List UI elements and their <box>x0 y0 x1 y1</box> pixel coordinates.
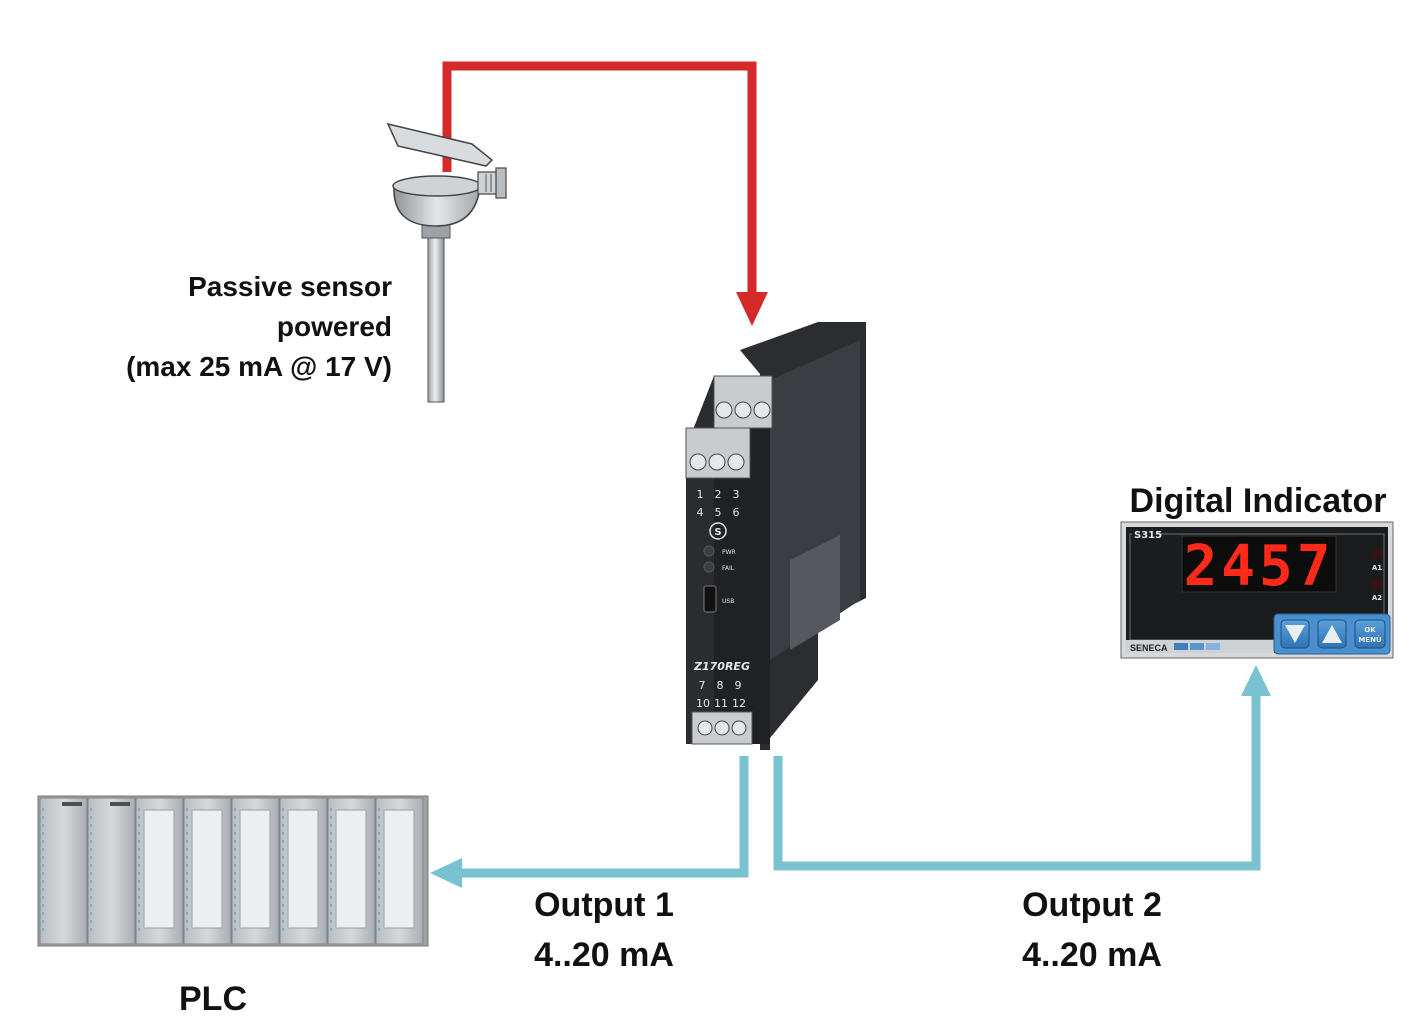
indicator-display-value: 2457 <box>1184 534 1335 599</box>
terminal-5: 5 <box>715 506 722 519</box>
z170reg-module-image: 1 2 3 4 5 6 S PWR FAIL USB Z170REG 7 8 9… <box>685 322 866 750</box>
plc-module <box>87 797 136 945</box>
sensor-label-line-3: (max 25 mA @ 17 V) <box>126 351 392 382</box>
plc-module <box>183 797 232 945</box>
plc-module <box>39 797 88 945</box>
fail-label: FAIL <box>722 565 735 572</box>
plc-rack-image <box>37 795 429 947</box>
down-button[interactable] <box>1280 619 1310 649</box>
output-1-wire <box>430 756 749 888</box>
down-arrow-icon <box>1285 625 1305 643</box>
pwr-led-icon <box>703 545 715 557</box>
output-1-range-label: 4..20 mA <box>534 936 674 974</box>
terminal-6: 6 <box>733 506 740 519</box>
digital-indicator-image: S315 2457 A1 A2 SENECA OK MENÙ <box>1120 521 1394 659</box>
pwr-label: PWR <box>722 549 736 556</box>
terminal-1: 1 <box>697 488 704 501</box>
digital-indicator-title: Digital Indicator <box>1130 482 1387 520</box>
alarm-2-led-icon <box>1372 579 1382 589</box>
module-logo-letter: S <box>714 527 721 538</box>
alarm-1-led-icon <box>1372 549 1382 559</box>
plc-label: PLC <box>179 980 247 1018</box>
terminal-3: 3 <box>733 488 740 501</box>
terminal-2: 2 <box>715 488 722 501</box>
fail-led-icon <box>703 561 715 573</box>
module-model-label: Z170REG <box>693 660 750 673</box>
alarm-1-label: A1 <box>1372 564 1382 572</box>
output-1-label: Output 1 <box>534 886 674 924</box>
plc-module <box>135 797 184 945</box>
terminal-8: 8 <box>717 679 724 692</box>
plc-module <box>375 797 424 945</box>
terminal-12: 12 <box>732 697 746 710</box>
up-arrow-icon <box>1322 625 1342 643</box>
terminal-4: 4 <box>697 506 704 519</box>
plc-module <box>231 797 280 945</box>
seneca-logo-icon <box>709 522 727 540</box>
sensor-label-line-2: powered <box>277 311 392 342</box>
output-2-label: Output 2 <box>1022 886 1162 924</box>
sensor-label: Passive sensor powered (max 25 mA @ 17 V… <box>126 271 392 382</box>
sensor-label-line-1: Passive sensor <box>188 271 392 302</box>
terminal-10: 10 <box>696 697 710 710</box>
terminal-7: 7 <box>699 679 706 692</box>
usb-port-icon <box>703 585 717 613</box>
plc-module <box>279 797 328 945</box>
usb-label: USB <box>722 598 734 605</box>
plc-module <box>327 797 376 945</box>
up-button[interactable] <box>1317 619 1347 649</box>
output-2-wire <box>773 665 1271 871</box>
indicator-brand-label: SENECA <box>1130 643 1168 653</box>
output-2-range-label: 4..20 mA <box>1022 936 1162 974</box>
input-wire <box>442 61 768 326</box>
menu-label: MENÙ <box>1358 635 1382 644</box>
terminal-9: 9 <box>735 679 742 692</box>
temperature-sensor-image <box>386 122 507 403</box>
alarm-2-label: A2 <box>1372 594 1382 602</box>
indicator-model-label: S315 <box>1134 530 1162 541</box>
ok-label: OK <box>1364 626 1376 634</box>
ok-menu-button[interactable]: OK MENÙ <box>1354 619 1386 649</box>
terminal-11: 11 <box>714 697 728 710</box>
